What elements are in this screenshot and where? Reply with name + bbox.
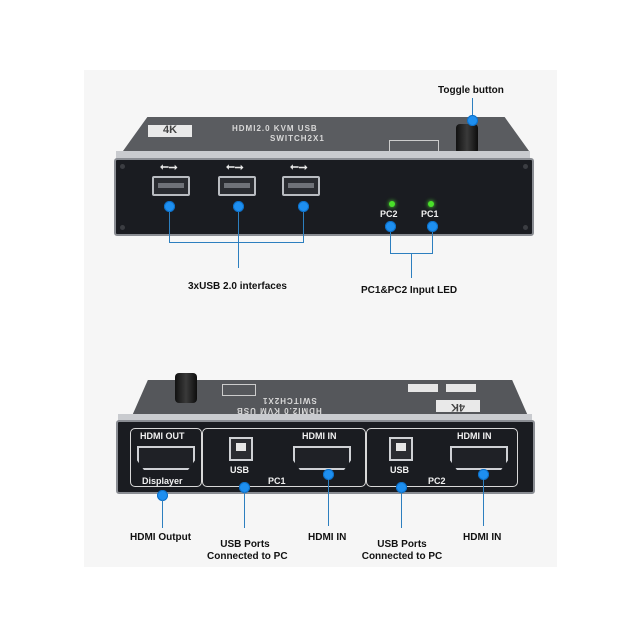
callout-line xyxy=(238,212,239,268)
top-device-front-panel xyxy=(114,158,534,236)
callout-dot xyxy=(239,482,250,493)
screw xyxy=(120,225,125,230)
callout-dot xyxy=(467,115,478,126)
group-label-pc1: PC1 xyxy=(266,476,288,486)
callout-usb-ports-pc2-line2: Connected to PC xyxy=(361,551,443,562)
lid-label-plate xyxy=(222,384,256,396)
lid-badge xyxy=(408,384,438,392)
lid-title: HDMI2.0 KVM USB xyxy=(232,124,318,133)
led-pc1 xyxy=(428,201,434,207)
callout-hdmi-output: HDMI Output xyxy=(130,532,192,543)
usb-symbol-icon: ⭠⭢ xyxy=(160,161,178,173)
hdmi-out-port[interactable] xyxy=(137,446,195,470)
callout-dot xyxy=(298,201,309,212)
callout-hdmi-in-pc2: HDMI IN xyxy=(463,532,502,543)
port-label-hdmi-in-pc2: HDMI IN xyxy=(455,431,494,441)
callout-line xyxy=(432,232,433,253)
callout-line xyxy=(472,98,473,118)
callout-hdmi-in-pc1: HDMI IN xyxy=(308,532,347,543)
lid-subtitle-inverted: SWITCH2X1 xyxy=(262,396,317,405)
port-label-hdmi-out: HDMI OUT xyxy=(138,431,187,441)
callout-dot xyxy=(233,201,244,212)
logo-4k: 4K xyxy=(436,400,480,413)
callout-dot xyxy=(164,201,175,212)
usb-a-port-1[interactable] xyxy=(152,176,190,196)
callout-input-led: PC1&PC2 Input LED xyxy=(361,285,458,296)
screw xyxy=(523,164,528,169)
callout-line xyxy=(483,479,484,526)
callout-usb-ports-pc1-line2: Connected to PC xyxy=(207,551,288,562)
port-label-hdmi-in-pc1: HDMI IN xyxy=(300,431,339,441)
screw xyxy=(120,164,125,169)
callout-line xyxy=(401,492,402,528)
callout-dot xyxy=(478,469,489,480)
callout-usb-ports-pc2: USB Ports Connected to PC xyxy=(360,539,444,563)
callout-line xyxy=(411,253,412,278)
callout-toggle-button: Toggle button xyxy=(438,85,504,96)
toggle-knob[interactable] xyxy=(175,373,197,403)
led-label-pc2: PC2 xyxy=(380,209,398,219)
port-label-usb-pc2: USB xyxy=(388,465,412,475)
callout-line xyxy=(244,492,245,528)
usb-a-port-2[interactable] xyxy=(218,176,256,196)
callout-dot xyxy=(385,221,396,232)
callout-usb-ports-pc1-line1: USB Ports xyxy=(220,539,270,550)
callout-line xyxy=(162,500,163,528)
port-label-usb-pc1: USB xyxy=(228,465,252,475)
callout-dot xyxy=(157,490,168,501)
usb-symbol-icon: ⭠⭢ xyxy=(226,161,244,173)
callout-line xyxy=(169,242,304,243)
hdmi-in-port-pc1[interactable] xyxy=(293,446,351,470)
usb-b-port-pc2[interactable] xyxy=(389,437,413,461)
group-pc1 xyxy=(202,428,366,487)
toggle-knob[interactable] xyxy=(456,124,478,154)
callout-line xyxy=(169,212,170,242)
logo-4k: 4K xyxy=(148,125,192,137)
callout-line xyxy=(303,212,304,242)
group-displayer xyxy=(130,428,202,487)
callout-dot xyxy=(323,469,334,480)
lid-subtitle: SWITCH2X1 xyxy=(270,134,325,143)
callout-line xyxy=(390,232,391,253)
callout-usb-ports-pc2-line1: USB Ports xyxy=(377,539,427,550)
callout-usb-ports-pc1: USB Ports Connected to PC xyxy=(207,539,288,563)
led-pc2 xyxy=(389,201,395,207)
lid-badge xyxy=(446,384,476,392)
top-device-edge xyxy=(116,151,530,159)
callout-usb-interfaces: 3xUSB 2.0 interfaces xyxy=(188,281,287,292)
group-pc2 xyxy=(366,428,518,487)
group-label-displayer: Displayer xyxy=(140,476,185,486)
usb-symbol-icon: ⭠⭢ xyxy=(290,161,308,173)
bottom-device-edge xyxy=(118,414,532,422)
usb-a-port-3[interactable] xyxy=(282,176,320,196)
hdmi-in-port-pc2[interactable] xyxy=(450,446,508,470)
callout-dot xyxy=(396,482,407,493)
led-label-pc1: PC1 xyxy=(421,209,439,219)
callout-line xyxy=(328,479,329,526)
group-label-pc2: PC2 xyxy=(426,476,448,486)
screw xyxy=(523,225,528,230)
callout-dot xyxy=(427,221,438,232)
usb-b-port-pc1[interactable] xyxy=(229,437,253,461)
